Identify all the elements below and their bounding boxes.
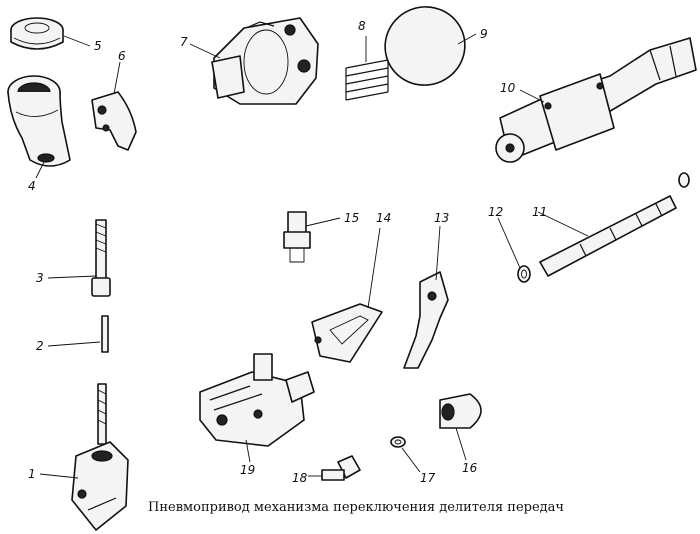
part-12-washer: [517, 265, 531, 283]
part-17-ring: [390, 436, 406, 448]
part-1-base-valve: [71, 383, 129, 531]
label-19: 19: [240, 463, 255, 477]
part-13-lever: [403, 271, 449, 369]
leader-4: [35, 161, 45, 179]
label-9: 9: [480, 27, 488, 41]
figure-caption: Пневмопривод механизма переключения дели…: [148, 500, 564, 515]
label-3: 3: [36, 271, 44, 285]
label-18: 18: [292, 471, 308, 485]
label-11: 11: [532, 205, 547, 219]
leader-9: [457, 33, 477, 45]
part-5-cap: [10, 17, 64, 50]
part-19-housing: [199, 353, 315, 447]
label-15: 15: [344, 211, 359, 225]
part-6-bracket: [91, 91, 137, 151]
label-16: 16: [462, 461, 478, 475]
leader-17: [401, 447, 421, 473]
part-16-knob: [439, 393, 482, 429]
label-6: 6: [118, 49, 126, 63]
part-2-pin: [101, 315, 109, 353]
part-14-plate: [311, 303, 383, 363]
leader-10: [519, 89, 545, 103]
part-18-plug: [321, 455, 361, 481]
leader-1: [39, 473, 79, 479]
part-15-fitting: [283, 211, 311, 263]
part-3-bolt: [91, 219, 111, 297]
part-4-housing: [7, 75, 71, 167]
label-4: 4: [28, 179, 36, 193]
part-7-valve: [211, 17, 319, 105]
label-12: 12: [488, 205, 503, 219]
label-5: 5: [94, 39, 102, 53]
label-7: 7: [180, 35, 188, 49]
leader-7: [189, 43, 221, 59]
label-8: 8: [358, 19, 366, 33]
leader-12: [497, 217, 521, 269]
part-11-shaft: [539, 172, 690, 277]
part-10-cylinder: [495, 37, 697, 163]
label-13: 13: [434, 211, 449, 225]
leader-19: [245, 439, 251, 463]
label-2: 2: [36, 339, 44, 353]
part-9-diaphragm: [384, 6, 466, 86]
label-14: 14: [376, 211, 391, 225]
label-10: 10: [500, 81, 516, 95]
leader-14: [367, 227, 381, 309]
leader-16: [455, 427, 467, 461]
leader-15: [305, 217, 341, 227]
leader-11: [537, 211, 589, 237]
leader-13: [435, 225, 441, 281]
leader-3: [47, 275, 97, 279]
leader-5: [63, 35, 91, 47]
label-17: 17: [420, 471, 436, 485]
leader-6: [113, 61, 121, 95]
label-1: 1: [28, 467, 36, 481]
leader-2: [47, 341, 101, 347]
part-8-spring: [345, 59, 389, 101]
